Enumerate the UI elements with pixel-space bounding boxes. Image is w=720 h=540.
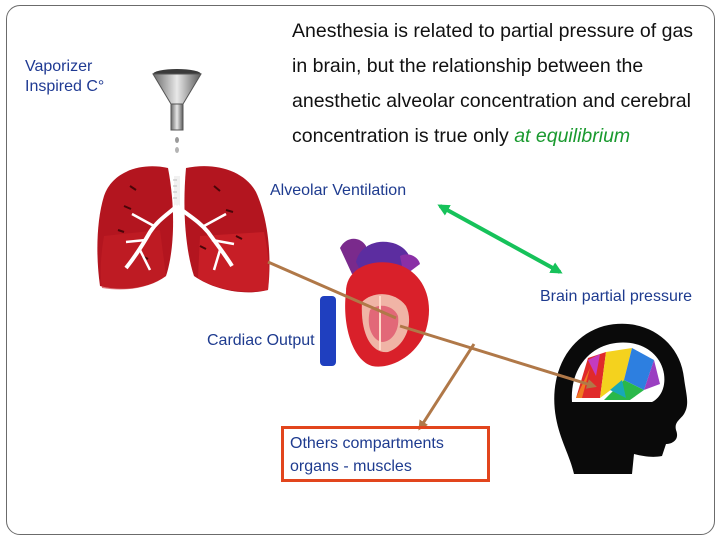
arrow-alveolar-brain (437, 204, 563, 274)
others-compartments-box: Others compartments organs - muscles (281, 426, 490, 482)
slide-frame (6, 5, 715, 535)
arrow-lungs-to-heart (267, 260, 397, 320)
head-icon (554, 323, 688, 474)
others-label-line1: Others compartments (290, 435, 444, 452)
vaporizer-label-line1: Vaporizer (25, 58, 93, 75)
brain-partial-pressure-label: Brain partial pressure (540, 288, 693, 305)
funnel-icon (152, 69, 202, 153)
heart-icon (320, 238, 430, 367)
vaporizer-label: Vaporizer Inspired C° (25, 57, 104, 97)
slide-title: Anesthesia is related to partial pressur… (292, 14, 712, 154)
arrow-heart-to-brain (399, 324, 597, 389)
vaporizer-label-line2: Inspired C° (25, 78, 105, 95)
others-label-line2: organs - muscles (290, 458, 412, 475)
title-text: Anesthesia is related to partial pressur… (292, 20, 694, 147)
alveolar-ventilation-label: Alveolar Ventilation (270, 182, 407, 199)
title-emphasis: at equilibrium (514, 125, 631, 147)
lungs-icon (97, 166, 270, 293)
cardiac-output-label: Cardiac Output (207, 332, 315, 349)
arrow-to-other-compartments (418, 343, 476, 431)
